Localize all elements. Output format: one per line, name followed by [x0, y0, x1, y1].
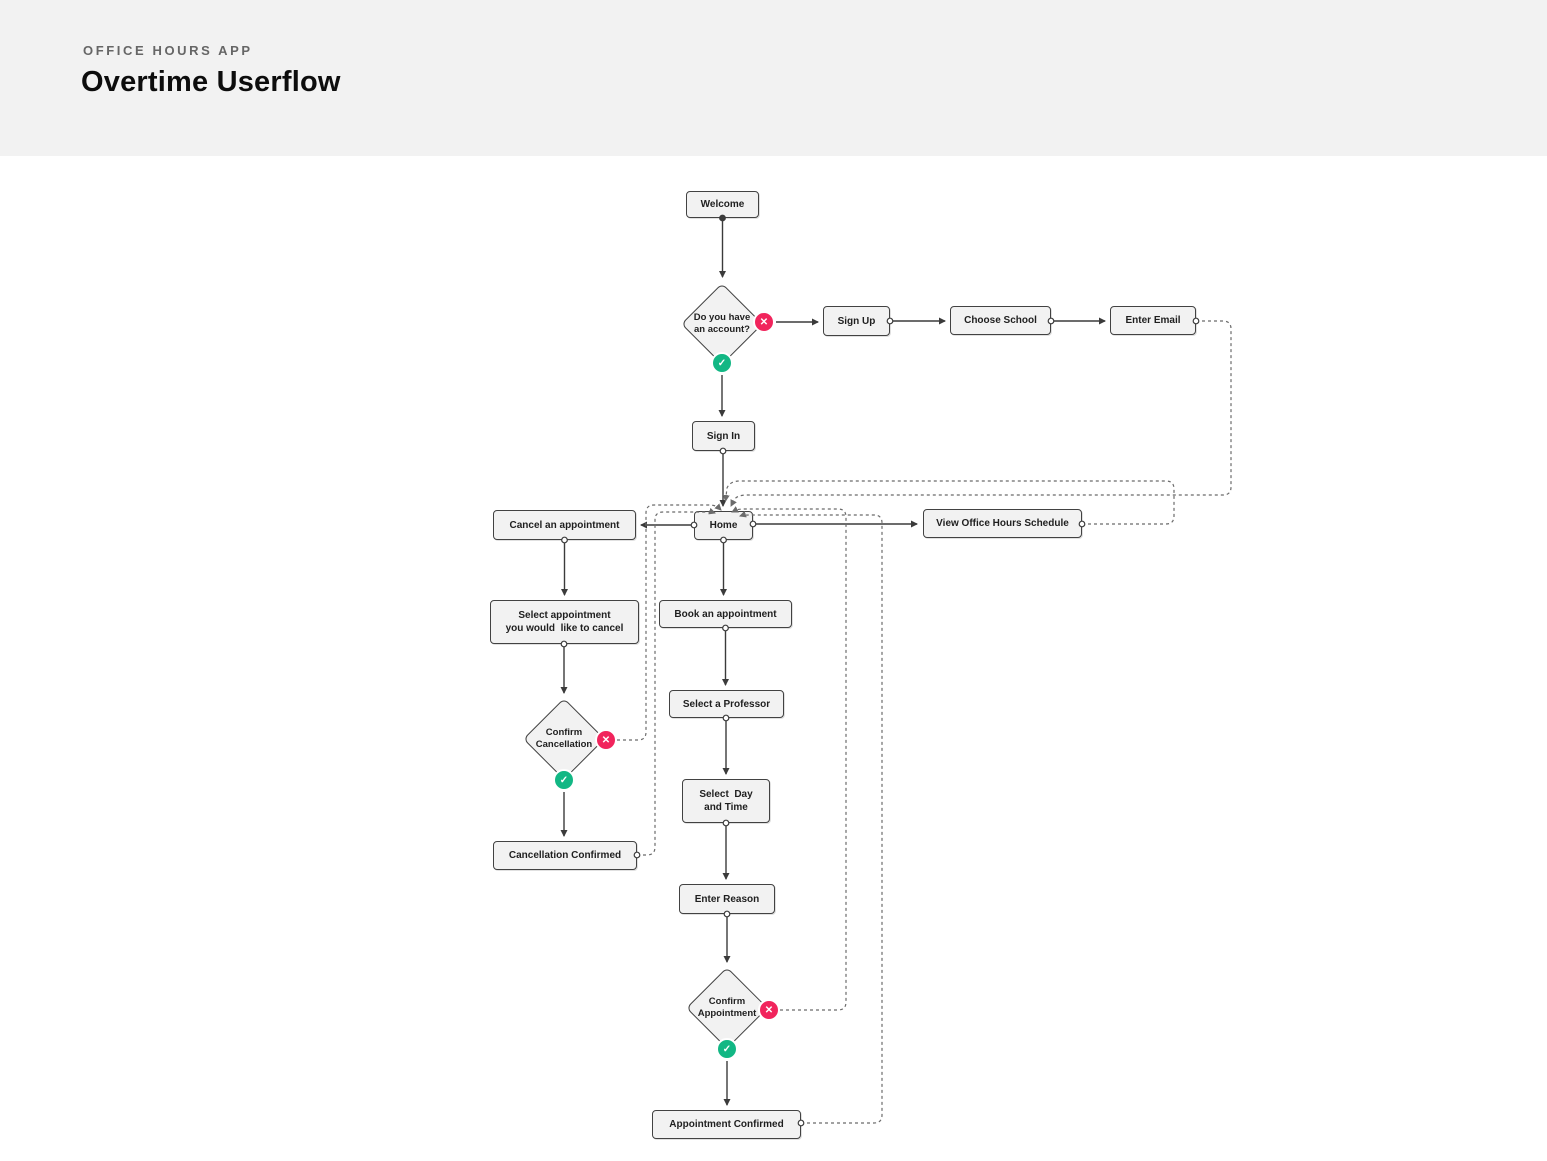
- node-label-line: Sign In: [706, 430, 741, 442]
- node-label-line: Select a Professor: [682, 698, 771, 710]
- node-sign-up: Sign Up: [823, 306, 890, 336]
- node-label-line: Home: [709, 520, 738, 531]
- node-welcome: Welcome: [686, 191, 759, 218]
- node-label-line: Choose School: [964, 315, 1037, 326]
- node-label-line: Appointment: [697, 1008, 757, 1019]
- confirm-appt-yes-badge: ✓: [716, 1038, 738, 1060]
- node-choose-school: Choose School: [950, 306, 1051, 335]
- node-label-line: an account?: [694, 324, 750, 335]
- node-cancel-confirmed: Cancellation Confirmed: [493, 841, 637, 870]
- check-icon: ✓: [717, 357, 727, 369]
- node-label-line: Select appointment: [518, 610, 611, 621]
- node-label-line: and Time: [704, 802, 748, 813]
- diagram-header: OFFICE HOURS APP Overtime Userflow: [0, 0, 1547, 156]
- node-label-line: Book an appointment: [674, 608, 777, 620]
- node-select-appt-cancel: Select appointment you would like to canc…: [490, 600, 639, 644]
- node-label-line: you would like to cancel: [505, 623, 624, 634]
- x-icon: ✕: [601, 734, 611, 746]
- node-label-line: View Office Hours Schedule: [936, 518, 1069, 529]
- has-account-no-badge: ✕: [753, 311, 775, 333]
- node-label-line: Appointment Confirmed: [669, 1119, 784, 1130]
- x-icon: ✕: [764, 1004, 774, 1016]
- node-appt-confirmed: Appointment Confirmed: [652, 1110, 801, 1139]
- node-label-line: Do you have: [693, 312, 751, 323]
- node-label-line: Cancellation: [535, 739, 593, 750]
- node-label-line: Select Day: [699, 789, 753, 800]
- node-label-line: Confirm: [708, 996, 746, 1007]
- node-enter-email: Enter Email: [1110, 306, 1196, 335]
- node-book-appt: Book an appointment: [659, 600, 792, 628]
- edge-confirm-appt-to-home: [731, 506, 847, 1011]
- check-icon: ✓: [722, 1043, 732, 1055]
- node-label-line: Confirm: [545, 727, 583, 738]
- node-label-line: Enter Reason: [694, 893, 760, 905]
- node-label-line: Cancellation Confirmed: [508, 850, 622, 861]
- node-select-day-time: Select Day and Time: [682, 779, 770, 823]
- confirm-cancel-yes-badge: ✓: [553, 769, 575, 791]
- check-icon: ✓: [559, 774, 569, 786]
- edge-enter-email-to-home: [730, 320, 1232, 507]
- node-label-line: Cancel an appointment: [509, 519, 620, 531]
- confirm-appt-no-badge: ✕: [758, 999, 780, 1021]
- has-account-yes-badge: ✓: [711, 352, 733, 374]
- node-label-line: Sign Up: [837, 315, 876, 327]
- node-label-line: Enter Email: [1125, 315, 1181, 326]
- node-select-professor: Select a Professor: [669, 690, 784, 718]
- node-cancel-appt: Cancel an appointment: [493, 510, 636, 540]
- node-label-line: Welcome: [700, 199, 745, 210]
- node-view-schedule: View Office Hours Schedule: [923, 509, 1082, 538]
- node-sign-in: Sign In: [692, 421, 755, 451]
- node-home: Home: [694, 511, 753, 540]
- page-title: Overtime Userflow: [81, 66, 341, 98]
- confirm-cancel-no-badge: ✕: [595, 729, 617, 751]
- app-label: OFFICE HOURS APP: [83, 43, 253, 58]
- x-icon: ✕: [759, 316, 769, 328]
- node-enter-reason: Enter Reason: [679, 884, 775, 914]
